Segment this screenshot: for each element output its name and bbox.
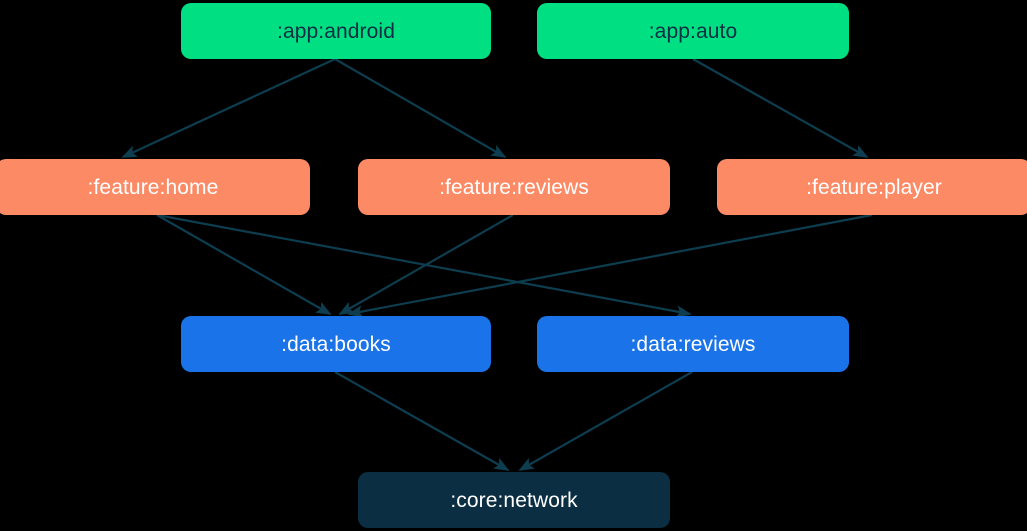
- edge-app-android-to-feature-home: [121, 58, 336, 158]
- node-feature-reviews[interactable]: :feature:reviews: [358, 159, 670, 215]
- node-core-network[interactable]: :core:network: [358, 472, 670, 528]
- edge-app-android-to-feature-reviews: [334, 58, 507, 158]
- node-feature-player[interactable]: :feature:player: [717, 159, 1027, 215]
- node-data-books[interactable]: :data:books: [181, 316, 491, 372]
- edge-feature-reviews-to-data-books: [338, 214, 514, 315]
- node-label: :feature:player: [806, 175, 942, 199]
- edge-data-reviews-to-core-network: [518, 371, 693, 471]
- edge-feature-player-to-data-books: [347, 213, 873, 318]
- edge-app-auto-to-feature-player: [692, 58, 869, 158]
- node-label: :data:reviews: [630, 332, 756, 356]
- node-label: :feature:home: [87, 175, 219, 199]
- node-label: :feature:reviews: [439, 175, 589, 199]
- node-feature-home[interactable]: :feature:home: [0, 159, 310, 215]
- node-data-reviews[interactable]: :data:reviews: [537, 316, 849, 372]
- node-label: :app:android: [277, 19, 395, 43]
- node-app-android[interactable]: :app:android: [181, 3, 491, 59]
- node-label: :data:books: [281, 332, 391, 356]
- edge-feature-home-to-data-reviews: [156, 213, 692, 318]
- node-app-auto[interactable]: :app:auto: [537, 3, 849, 59]
- node-label: :app:auto: [648, 19, 738, 43]
- edges-group: [121, 58, 873, 471]
- node-label: :core:network: [450, 488, 578, 512]
- edge-feature-home-to-data-books: [156, 214, 332, 315]
- edge-data-books-to-core-network: [334, 371, 510, 471]
